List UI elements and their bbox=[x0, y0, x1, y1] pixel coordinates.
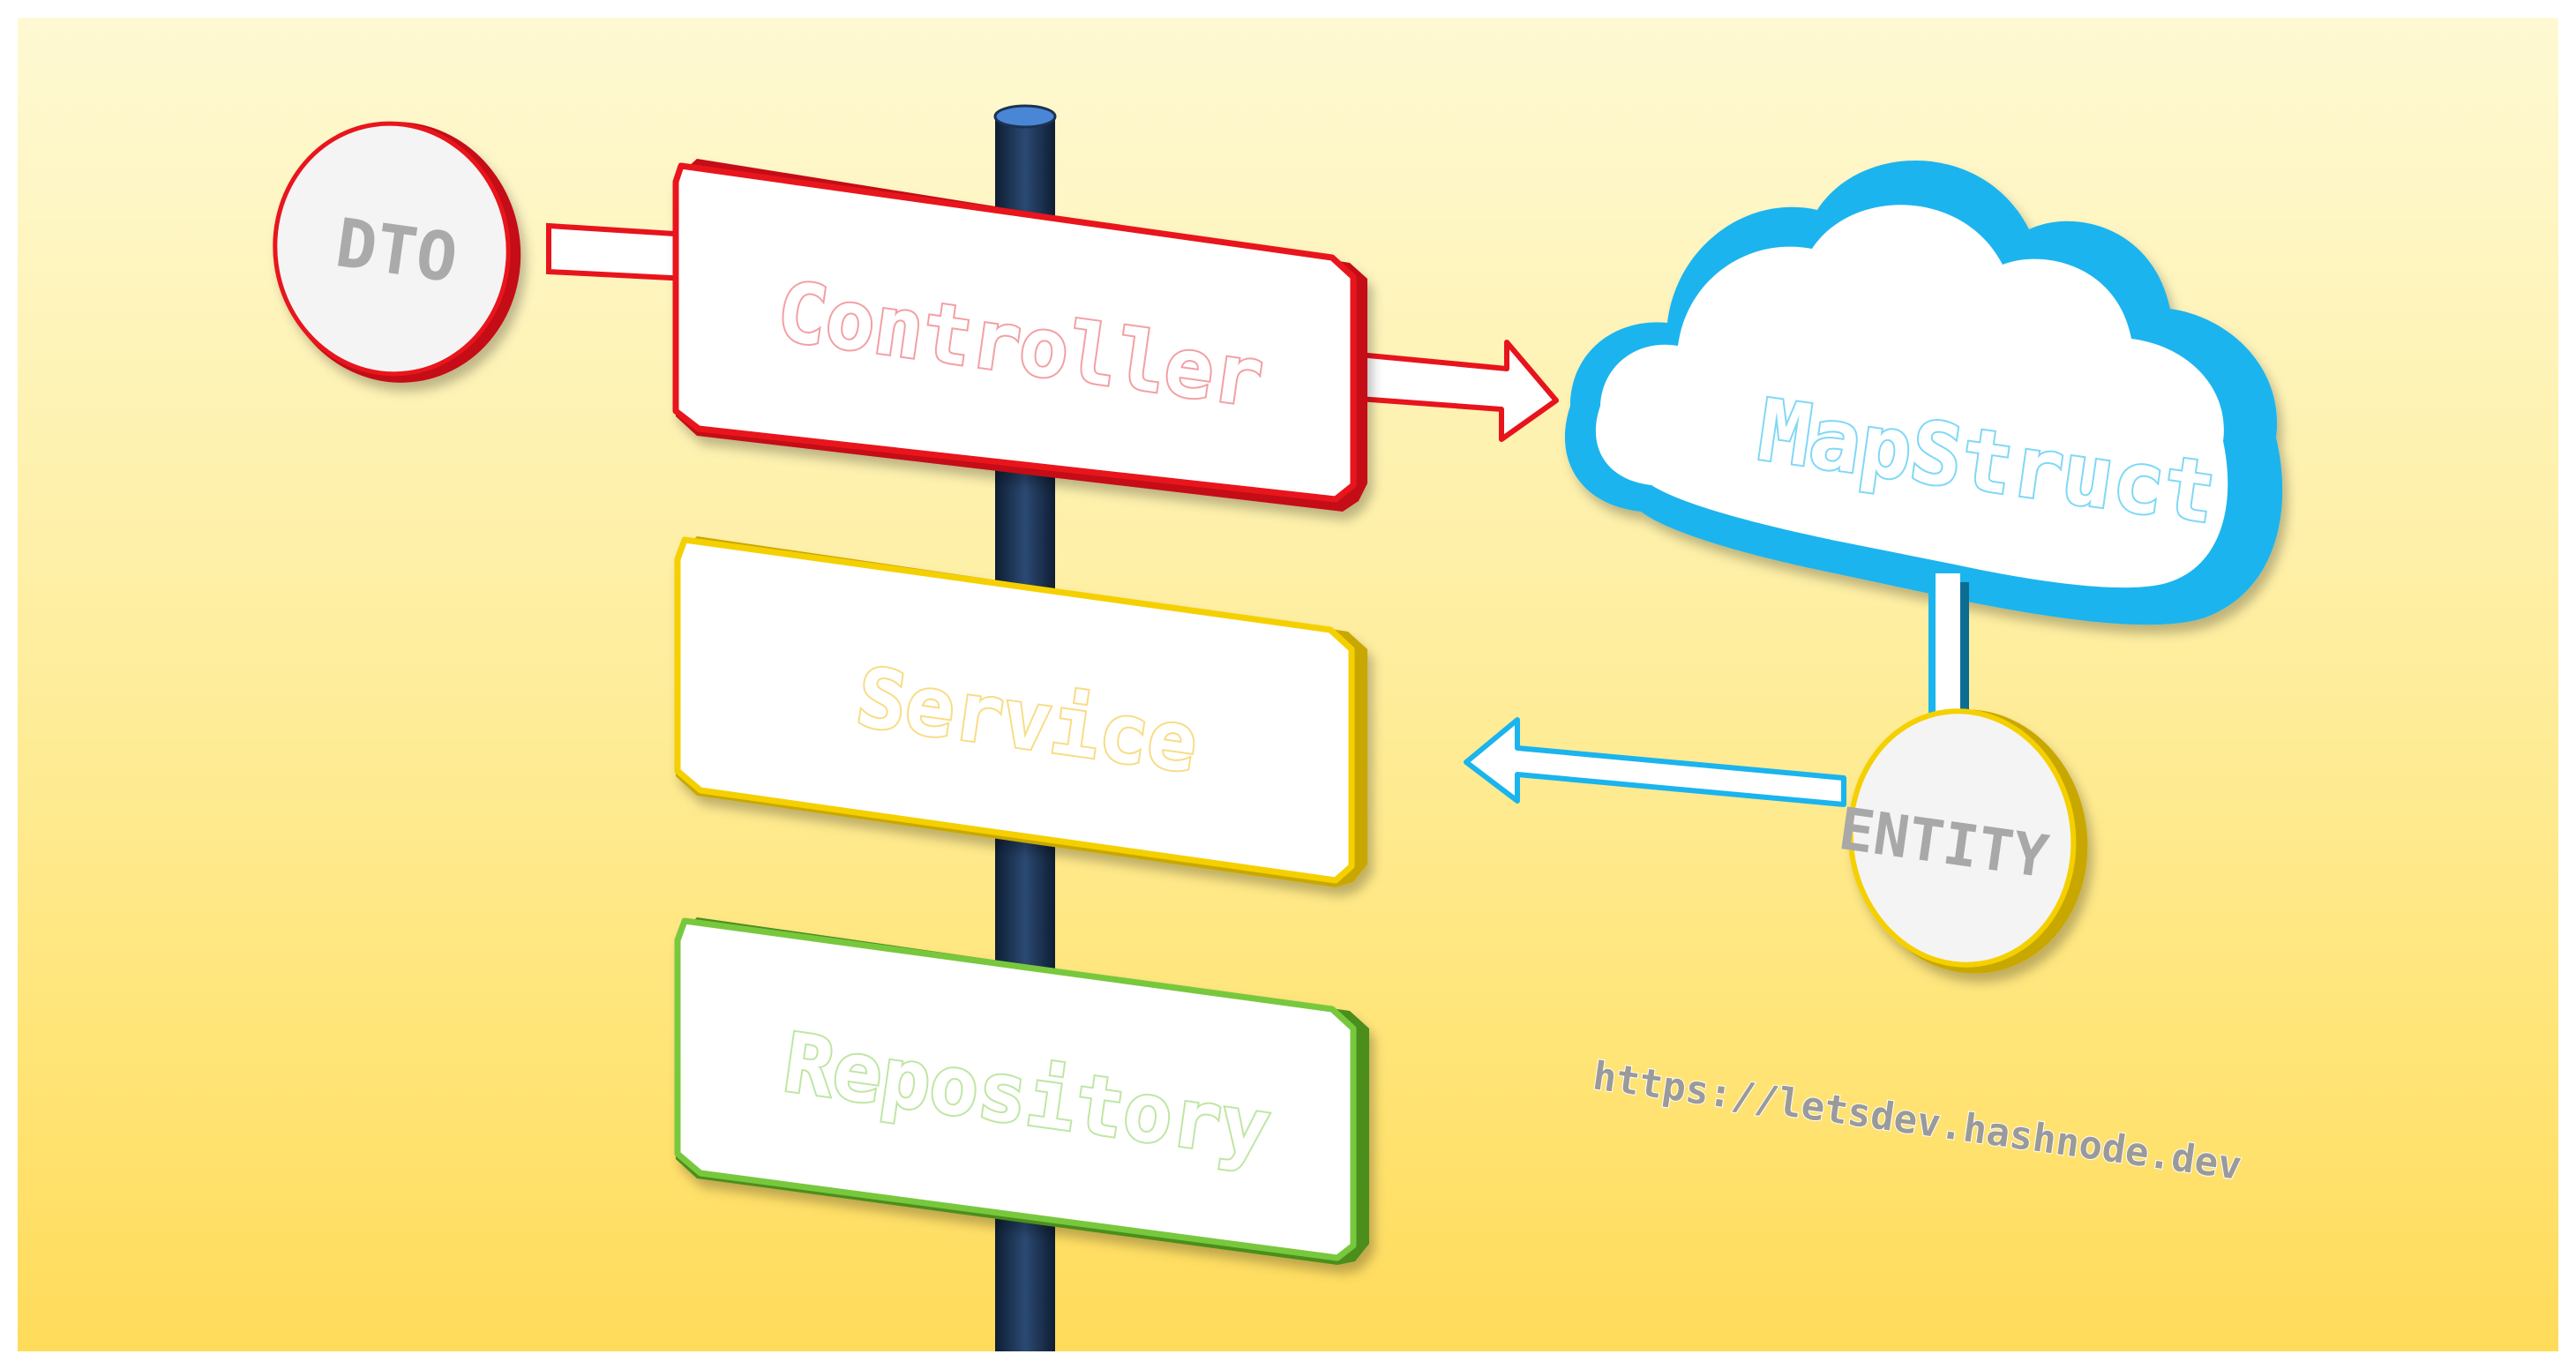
entity-badge bbox=[1847, 708, 2088, 974]
dto-to-controller-arrow bbox=[546, 222, 691, 282]
diagram-canvas: Controller Service Repository MapStruct … bbox=[18, 18, 2558, 1351]
dto-badge bbox=[273, 121, 521, 383]
controller-sign bbox=[672, 159, 1367, 512]
service-sign bbox=[674, 536, 1367, 887]
entity-to-service-arrow bbox=[1464, 717, 1846, 807]
repository-sign bbox=[674, 917, 1369, 1265]
controller-to-mapstruct-arrow bbox=[1356, 340, 1559, 442]
site-url: https://letsdev.hashnode.dev bbox=[1590, 1053, 2244, 1189]
mapstruct-cloud bbox=[1564, 160, 2283, 625]
dto-label: DTO bbox=[332, 203, 462, 297]
